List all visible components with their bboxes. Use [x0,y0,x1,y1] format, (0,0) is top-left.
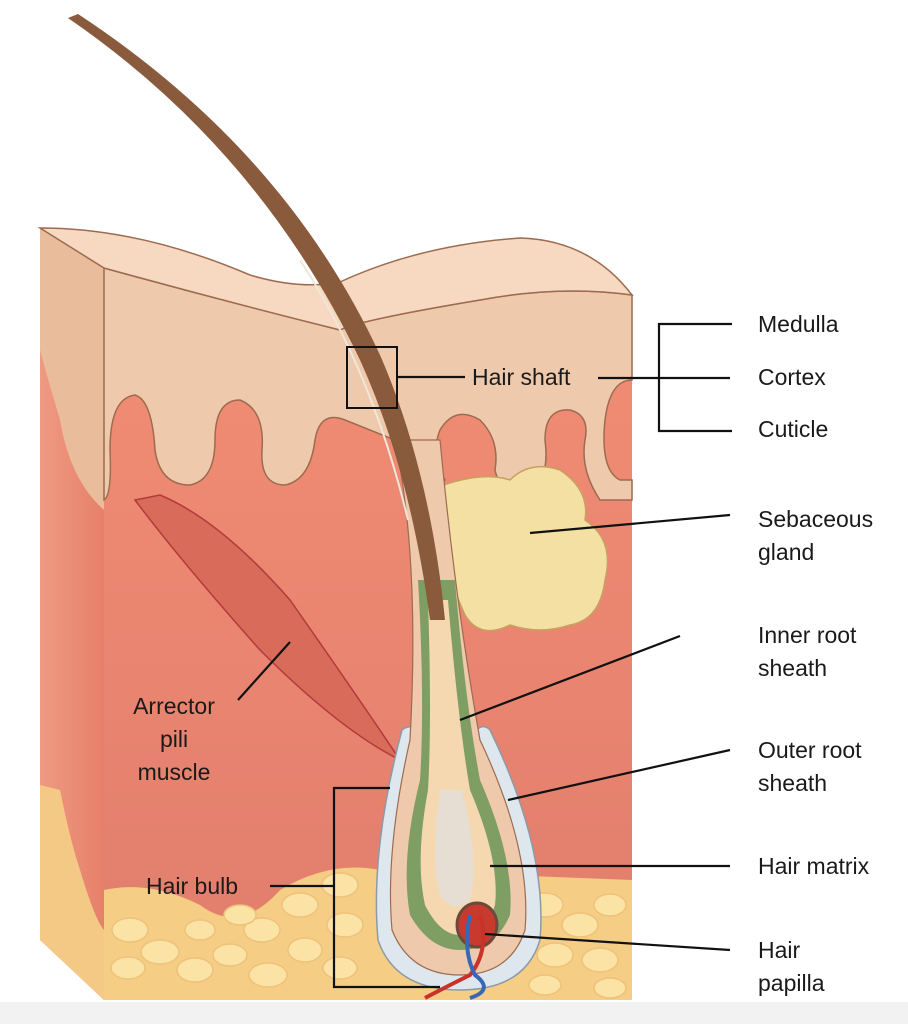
label-hair-matrix: Hair matrix [758,853,870,879]
label-line: Arrector [133,693,215,719]
label-line: papilla [758,970,825,996]
label-inner-root-sheath: Inner root sheath [758,619,856,685]
sebaceous-gland [429,465,609,632]
fat-cells [110,872,627,999]
skin-block-side [40,228,104,1000]
label-cortex: Cortex [758,364,826,390]
blood-vessel-red [424,914,486,1000]
label-hair-papilla: Hair papilla [758,934,825,1000]
label-hair-shaft: Hair shaft [472,364,571,390]
hair-medulla-line [299,259,409,521]
label-outer-root-sheath: Outer root sheath [758,734,862,800]
label-line: pili [159,726,189,752]
label-line: Sebaceous [758,506,874,532]
label-line: sheath [758,655,828,681]
label-line: Hair [758,937,801,963]
hair-papilla [455,901,499,949]
label-line: gland [758,539,815,565]
hair-root-core [435,790,474,907]
label-medulla: Medulla [758,311,839,337]
label-hair-bulb: Hair bulb [146,873,239,899]
label-sebaceous-gland: Sebaceous gland [758,503,873,569]
label-line: Inner root [758,622,857,648]
bottom-bar [0,1002,908,1024]
skin-surface [37,227,634,331]
label-cuticle: Cuticle [758,416,829,442]
label-line: sheath [758,770,828,796]
blood-vessel-blue [464,914,486,1000]
label-arrector-pili-muscle: Arrector pili muscle [118,690,230,789]
label-line: Outer root [758,737,862,763]
leader-lines [237,322,732,989]
label-line: muscle [137,759,211,785]
